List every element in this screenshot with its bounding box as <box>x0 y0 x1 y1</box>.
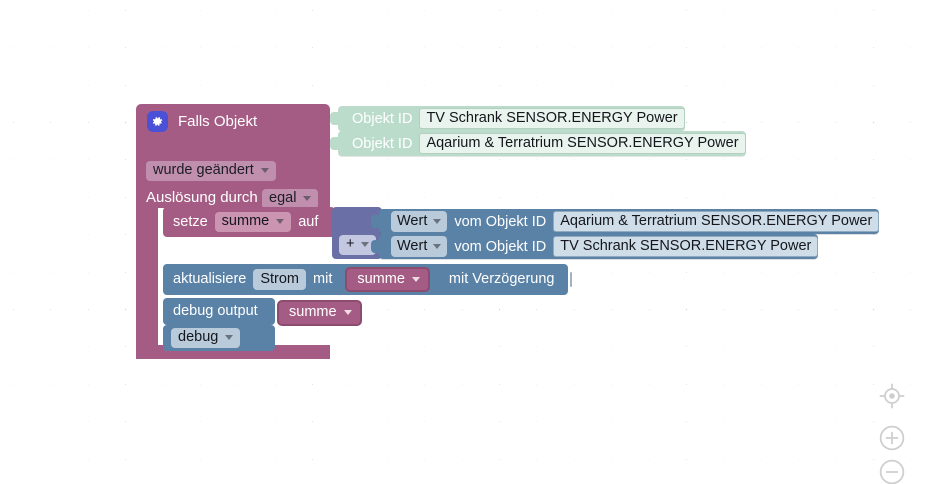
chevron-down-icon <box>433 243 442 249</box>
set-variable-block[interactable]: setze summe auf <box>163 207 335 237</box>
attribute-dropdown[interactable]: Wert <box>391 211 448 232</box>
chevron-down-icon <box>260 167 269 173</box>
block-connector <box>371 215 380 228</box>
chevron-down-icon <box>343 309 352 315</box>
object-id-value[interactable]: TV Schrank SENSOR.ENERGY Power <box>419 108 685 129</box>
block-connector <box>330 112 339 125</box>
debug-level-value: debug <box>178 329 219 346</box>
variable-dropdown[interactable]: summe <box>214 212 292 232</box>
get-value-block-1[interactable]: Wert vom Objekt ID Aqarium & Terratrium … <box>371 209 880 234</box>
object-id-block-1[interactable]: Objekt ID TV Schrank SENSOR.ENERGY Power <box>330 106 685 131</box>
set-prefix-label: setze <box>173 213 208 230</box>
chevron-down-icon <box>361 241 370 247</box>
update-prefix-label: aktualisiere <box>173 271 247 288</box>
attribute-dropdown[interactable]: Wert <box>391 236 448 257</box>
zoom-in-icon[interactable] <box>878 424 906 457</box>
delay-label: mit Verzögerung <box>448 271 555 288</box>
chevron-down-icon <box>303 195 312 201</box>
object-id-value[interactable]: TV Schrank SENSOR.ENERGY Power <box>553 236 819 257</box>
chevron-down-icon <box>225 335 234 340</box>
object-id-block-2[interactable]: Objekt ID Aqarium & Terratrium SENSOR.EN… <box>330 131 746 156</box>
update-state-block[interactable]: aktualisiere Strom mit summe mit Verzöge… <box>163 264 572 295</box>
trigger-mode-dropdown[interactable]: wurde geändert <box>146 161 276 181</box>
source-label: Auslösung durch <box>146 189 258 206</box>
attribute-value: Wert <box>397 213 428 229</box>
object-id-label: Objekt ID <box>352 135 413 152</box>
debug-output-block[interactable]: debug output <box>163 298 275 325</box>
update-value-variable-dropdown[interactable]: summe <box>345 266 430 293</box>
get-value-block-2[interactable]: Wert vom Objekt ID TV Schrank SENSOR.ENE… <box>371 234 819 259</box>
set-suffix-label: auf <box>298 213 319 230</box>
variable-name: summe <box>221 213 270 230</box>
center-icon[interactable] <box>878 382 906 415</box>
math-operator-value: + <box>346 236 355 252</box>
trigger-mode-value: wurde geändert <box>153 162 254 178</box>
update-target-field[interactable]: Strom <box>253 269 307 290</box>
zoom-out-icon[interactable] <box>878 458 906 484</box>
source-value: egal <box>269 190 297 206</box>
update-middle-label: mit <box>313 271 333 288</box>
source-dropdown[interactable]: egal <box>262 189 319 209</box>
delay-checkbox[interactable] <box>569 272 572 287</box>
from-object-label: vom Objekt ID <box>454 238 547 255</box>
attribute-value: Wert <box>397 238 428 254</box>
block-connector <box>371 240 380 253</box>
chevron-down-icon <box>411 276 420 282</box>
update-value-variable: summe <box>357 270 405 287</box>
chevron-down-icon <box>276 219 285 224</box>
math-operator-dropdown[interactable]: + <box>339 235 377 255</box>
debug-level-dropdown[interactable]: debug <box>171 328 241 348</box>
object-id-value[interactable]: Aqarium & Terratrium SENSOR.ENERGY Power <box>419 133 746 154</box>
object-id-value[interactable]: Aqarium & Terratrium SENSOR.ENERGY Power <box>553 211 880 232</box>
debug-output-variable: summe <box>289 304 337 320</box>
debug-level-block[interactable]: debug <box>163 325 275 351</box>
event-block-title: Falls Objekt <box>178 113 258 130</box>
debug-output-label: debug output <box>173 303 258 320</box>
from-object-label: vom Objekt ID <box>454 213 547 230</box>
block-connector <box>330 137 339 150</box>
object-id-label: Objekt ID <box>352 110 413 127</box>
debug-output-variable-dropdown[interactable]: summe <box>277 300 362 326</box>
chevron-down-icon <box>433 218 442 224</box>
gear-icon[interactable] <box>147 111 168 132</box>
